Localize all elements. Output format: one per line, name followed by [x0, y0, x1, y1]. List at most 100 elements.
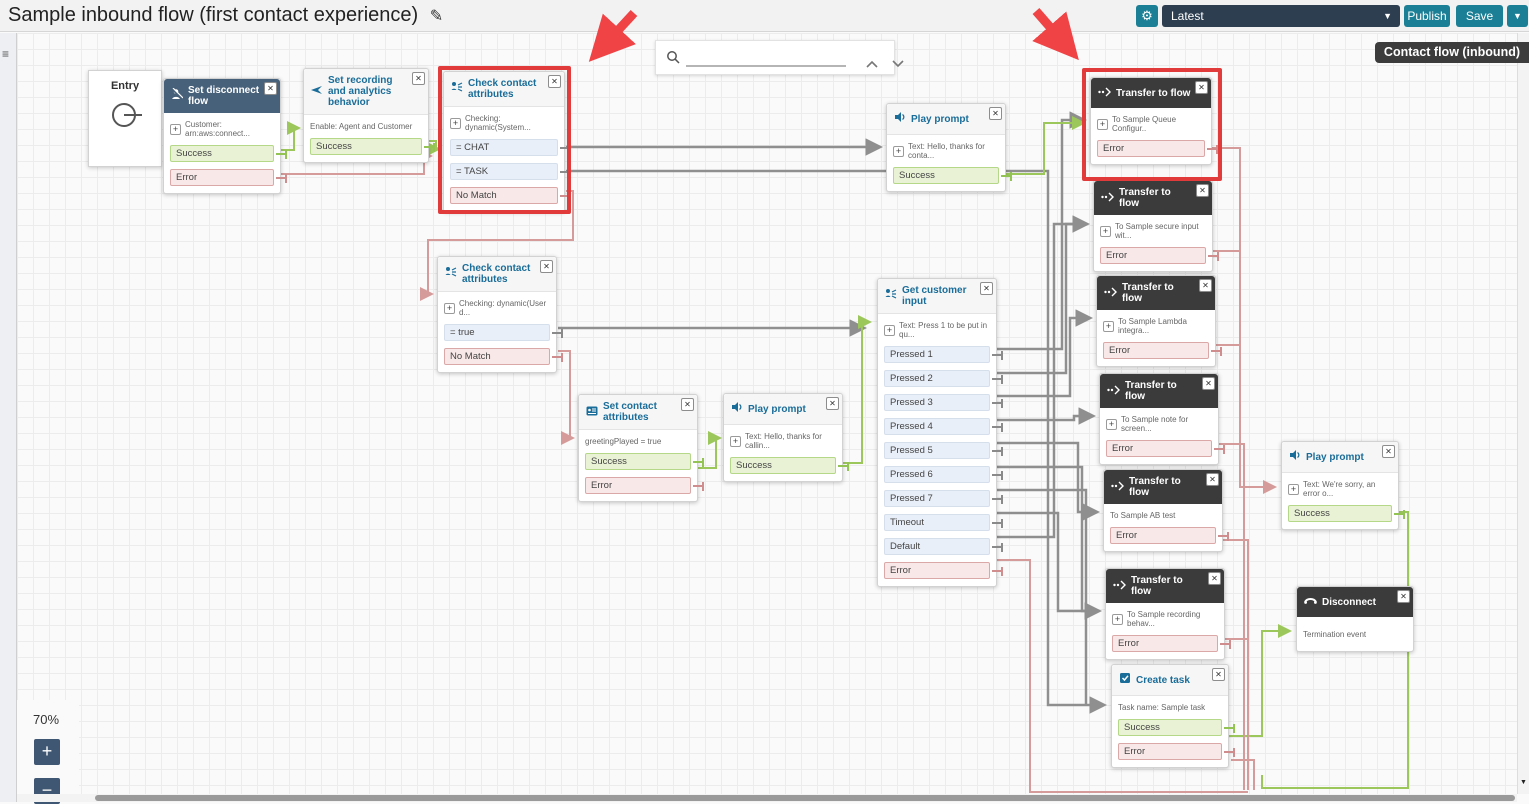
connector-stub[interactable]: [1211, 347, 1222, 356]
connector-stub[interactable]: [992, 351, 1003, 360]
save-menu-button[interactable]: ▼: [1507, 5, 1528, 27]
output-success[interactable]: Success: [1118, 719, 1222, 736]
output-success[interactable]: Success: [310, 138, 422, 155]
output-task[interactable]: = TASK: [450, 163, 558, 180]
scrollbar-thumb[interactable]: [95, 795, 1515, 801]
close-icon[interactable]: ✕: [548, 75, 561, 88]
node-entry[interactable]: Entry: [88, 70, 162, 167]
connector-stub[interactable]: [560, 168, 571, 177]
close-icon[interactable]: ✕: [264, 82, 277, 95]
connector-stub[interactable]: [424, 143, 435, 152]
expand-icon[interactable]: +: [170, 124, 181, 135]
output-error[interactable]: Error: [884, 562, 990, 579]
connector-stub[interactable]: [1224, 724, 1235, 733]
output-pressed-6[interactable]: Pressed 6: [884, 466, 990, 483]
connector-stub[interactable]: [1001, 172, 1012, 181]
output-chat[interactable]: = CHAT: [450, 139, 558, 156]
output-error[interactable]: Error: [1100, 247, 1206, 264]
node-config[interactable]: Task name: Sample task: [1112, 696, 1228, 719]
version-dropdown[interactable]: Latest▼: [1162, 5, 1400, 27]
node-transfer-to-flow-1[interactable]: Transfer to flow✕ +To Sample Queue Confi…: [1090, 77, 1212, 165]
connector-stub[interactable]: [1224, 748, 1235, 757]
output-error[interactable]: Error: [1110, 527, 1216, 544]
node-config[interactable]: Termination event: [1297, 617, 1413, 651]
expand-icon[interactable]: +: [1106, 419, 1117, 430]
close-icon[interactable]: ✕: [1196, 184, 1209, 197]
node-play-prompt-3[interactable]: Play prompt✕ +Text: We're sorry, an erro…: [1281, 441, 1399, 530]
connector-stub[interactable]: [1394, 510, 1405, 519]
node-transfer-to-flow-2[interactable]: Transfer to flow✕ +To Sample secure inpu…: [1093, 180, 1213, 272]
connector-stub[interactable]: [1207, 145, 1218, 154]
connector-stub[interactable]: [276, 174, 287, 183]
connector-stub[interactable]: [552, 353, 563, 362]
scroll-down-icon[interactable]: ▼: [1520, 779, 1527, 786]
close-icon[interactable]: ✕: [1195, 81, 1208, 94]
connector-stub[interactable]: [992, 543, 1003, 552]
node-play-prompt-2[interactable]: Play prompt✕ +Text: Hello, thanks for ca…: [723, 393, 843, 482]
output-error[interactable]: Error: [585, 477, 691, 494]
connector-stub[interactable]: [693, 482, 704, 491]
expand-icon[interactable]: +: [730, 436, 741, 447]
connector-stub[interactable]: [552, 329, 563, 338]
close-icon[interactable]: ✕: [980, 282, 993, 295]
output-no-match[interactable]: No Match: [444, 348, 550, 365]
zoom-in-button[interactable]: +: [34, 739, 60, 765]
node-create-task[interactable]: Create task✕ Task name: Sample task Succ…: [1111, 664, 1229, 768]
connector-stub[interactable]: [838, 462, 849, 471]
node-check-contact-attributes-1[interactable]: Check contact attributes✕ +Checking: dyn…: [443, 71, 565, 212]
horizontal-scrollbar[interactable]: [17, 794, 1517, 802]
connector-stub[interactable]: [992, 471, 1003, 480]
connector-stub[interactable]: [693, 458, 704, 467]
output-success[interactable]: Success: [893, 167, 999, 184]
output-pressed-1[interactable]: Pressed 1: [884, 346, 990, 363]
output-timeout[interactable]: Timeout: [884, 514, 990, 531]
close-icon[interactable]: ✕: [1206, 473, 1219, 486]
node-config[interactable]: Enable: Agent and Customer: [304, 115, 428, 138]
output-pressed-5[interactable]: Pressed 5: [884, 442, 990, 459]
output-error[interactable]: Error: [1106, 440, 1212, 457]
connector-stub[interactable]: [1214, 445, 1225, 454]
search-input[interactable]: [686, 47, 846, 67]
node-set-disconnect-flow[interactable]: Set disconnect flow✕ +Customer: arn:aws:…: [163, 78, 281, 194]
output-true[interactable]: = true: [444, 324, 550, 341]
output-pressed-3[interactable]: Pressed 3: [884, 394, 990, 411]
close-icon[interactable]: ✕: [1382, 445, 1395, 458]
node-config[interactable]: +To Sample recording behav...: [1106, 603, 1224, 635]
connector-stub[interactable]: [992, 423, 1003, 432]
node-config[interactable]: +Text: We're sorry, an error o...: [1282, 473, 1398, 505]
edit-title-icon[interactable]: ✎: [430, 8, 443, 25]
connector-stub[interactable]: [992, 567, 1003, 576]
node-config[interactable]: +Customer: arn:aws:connect...: [164, 113, 280, 145]
connector-stub[interactable]: [992, 519, 1003, 528]
close-icon[interactable]: ✕: [989, 107, 1002, 120]
node-config[interactable]: +Checking: dynamic(System...: [444, 107, 564, 139]
node-config[interactable]: +Checking: dynamic(User d...: [438, 292, 556, 324]
connector-stub[interactable]: [560, 144, 571, 153]
connector-stub[interactable]: [276, 150, 287, 159]
node-check-contact-attributes-2[interactable]: Check contact attributes✕ +Checking: dyn…: [437, 256, 557, 373]
output-error[interactable]: Error: [1118, 743, 1222, 760]
output-error[interactable]: Error: [1103, 342, 1209, 359]
output-pressed-2[interactable]: Pressed 2: [884, 370, 990, 387]
node-config[interactable]: +To Sample Lambda integra...: [1097, 310, 1215, 342]
node-disconnect[interactable]: Disconnect✕ Termination event: [1296, 586, 1414, 652]
close-icon[interactable]: ✕: [412, 72, 425, 85]
expand-icon[interactable]: +: [893, 146, 904, 157]
output-error[interactable]: Error: [1097, 140, 1205, 157]
node-get-customer-input[interactable]: Get customer input✕ +Text: Press 1 to be…: [877, 278, 997, 587]
close-icon[interactable]: ✕: [540, 260, 553, 273]
connector-stub[interactable]: [992, 495, 1003, 504]
connector-stub[interactable]: [1208, 252, 1219, 261]
node-transfer-to-flow-3[interactable]: Transfer to flow✕ +To Sample Lambda inte…: [1096, 275, 1216, 367]
close-icon[interactable]: ✕: [1397, 590, 1410, 603]
connector-stub[interactable]: [560, 192, 571, 201]
node-config[interactable]: +To Sample Queue Configur..: [1091, 108, 1211, 140]
vertical-scrollbar[interactable]: ▲ ▼: [1517, 33, 1529, 794]
publish-button[interactable]: Publish: [1404, 5, 1450, 27]
output-default[interactable]: Default: [884, 538, 990, 555]
hamburger-icon[interactable]: ≡: [2, 47, 9, 61]
output-no-match[interactable]: No Match: [450, 187, 558, 204]
node-config[interactable]: +Text: Press 1 to be put in qu...: [878, 314, 996, 346]
node-transfer-to-flow-6[interactable]: Transfer to flow✕ +To Sample recording b…: [1105, 568, 1225, 660]
connector-stub[interactable]: [992, 447, 1003, 456]
